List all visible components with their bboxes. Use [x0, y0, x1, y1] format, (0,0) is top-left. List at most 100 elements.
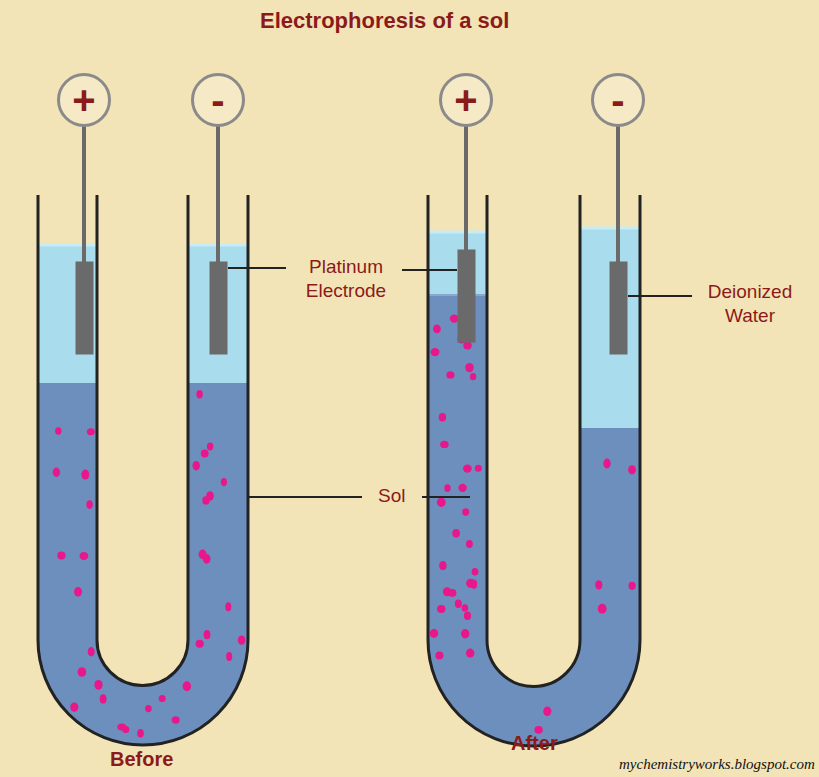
sol-particle	[437, 498, 446, 507]
sol-particle	[462, 508, 469, 515]
sol-particle	[463, 464, 472, 472]
sol-particle	[81, 470, 89, 480]
sol-particle	[204, 630, 211, 639]
terminal-sign: +	[72, 80, 95, 120]
leader-line	[402, 269, 457, 271]
watermark: mychemistryworks.blogspot.com	[619, 756, 815, 773]
terminal-sign: -	[611, 80, 624, 120]
sol-particle	[450, 314, 459, 322]
sol-particle	[80, 552, 89, 560]
tube-wall	[487, 195, 580, 687]
sol-particle	[437, 605, 445, 613]
sol-particle	[440, 441, 449, 448]
sol-particle	[466, 649, 474, 658]
water-layer	[580, 228, 640, 428]
sol-particle	[53, 468, 60, 477]
sol-particle	[207, 442, 213, 450]
tube-wall	[428, 195, 640, 746]
sol-particle	[461, 629, 469, 638]
tube-wall	[97, 195, 188, 686]
leader-line	[248, 496, 362, 498]
water-layer	[188, 245, 248, 383]
sol-particle	[78, 667, 87, 677]
sol-particle	[88, 647, 95, 656]
stage-label: Before	[110, 748, 173, 771]
sol-particle	[145, 705, 152, 712]
sol-particle	[598, 604, 607, 614]
sol-particle	[465, 363, 473, 372]
sol-fill	[38, 245, 248, 745]
sol-particle	[94, 680, 102, 690]
terminal-circle: +	[439, 73, 493, 127]
sol-particle	[238, 635, 246, 644]
sol-particle	[433, 325, 441, 334]
platinum-electrode	[610, 262, 627, 354]
sol-particle	[446, 371, 454, 378]
sol-particle	[57, 552, 65, 560]
sol-particle	[201, 450, 209, 458]
sol-particle	[183, 681, 191, 691]
sol-particle	[202, 496, 209, 504]
sol-particle	[629, 582, 636, 590]
sol-particle	[159, 695, 166, 702]
platinum-electrode	[458, 250, 475, 342]
sol-particle	[193, 461, 200, 471]
sol-particle	[226, 652, 232, 661]
sol-particle	[628, 465, 636, 474]
sol-particle	[439, 561, 446, 570]
sol-particle	[55, 427, 61, 434]
sol-particle	[199, 550, 207, 560]
sol-particle	[466, 540, 473, 548]
sol-particle	[475, 465, 482, 472]
sol-particle	[86, 500, 92, 509]
electrode-wire	[82, 126, 86, 262]
stage-label: After	[511, 732, 558, 755]
electrode-wire	[216, 126, 220, 262]
electrode-label: Platinum Electrode	[296, 255, 396, 303]
sol-particle	[464, 612, 471, 620]
sol-particle	[439, 413, 446, 421]
terminal-circle: +	[57, 73, 111, 127]
water-layer	[38, 245, 97, 383]
sol-particle	[448, 589, 456, 597]
sol-particle	[471, 579, 478, 588]
leader-line	[422, 496, 470, 498]
sol-particle	[472, 568, 479, 576]
terminal-circle: -	[191, 73, 245, 127]
sol-particle	[455, 600, 462, 608]
sol-particle	[196, 390, 202, 398]
platinum-electrode	[76, 262, 93, 354]
sol-particle	[463, 341, 471, 349]
sol-label: Sol	[378, 485, 405, 507]
sol-particle	[137, 729, 144, 738]
electrode-wire	[616, 126, 620, 262]
platinum-electrode	[210, 262, 227, 354]
leader-line	[628, 295, 692, 297]
sol-particle	[458, 484, 466, 492]
sol-particle	[543, 707, 551, 717]
sol-particle	[87, 428, 95, 435]
sol-particle	[462, 604, 469, 611]
water-label: Deionized Water	[700, 280, 800, 328]
sol-particle	[100, 694, 107, 703]
sol-particle	[196, 640, 204, 648]
tube-wall	[38, 195, 248, 745]
sol-particle	[117, 724, 126, 731]
sol-particle	[444, 484, 450, 492]
sol-particle	[603, 459, 610, 469]
diagram-title: Electrophoresis of a sol	[260, 8, 509, 34]
sol-particle	[70, 702, 78, 711]
sol-particle	[431, 348, 440, 356]
sol-particle	[435, 651, 443, 659]
sol-particle	[470, 373, 476, 380]
terminal-circle: -	[591, 73, 645, 127]
terminal-sign: +	[454, 80, 477, 120]
leader-line	[228, 267, 286, 269]
terminal-sign: -	[211, 80, 224, 120]
sol-fill	[428, 228, 640, 746]
sol-particle	[225, 602, 231, 611]
electrode-wire	[464, 126, 468, 250]
sol-particle	[172, 716, 180, 723]
sol-particle	[74, 587, 82, 597]
sol-particle	[595, 580, 602, 589]
